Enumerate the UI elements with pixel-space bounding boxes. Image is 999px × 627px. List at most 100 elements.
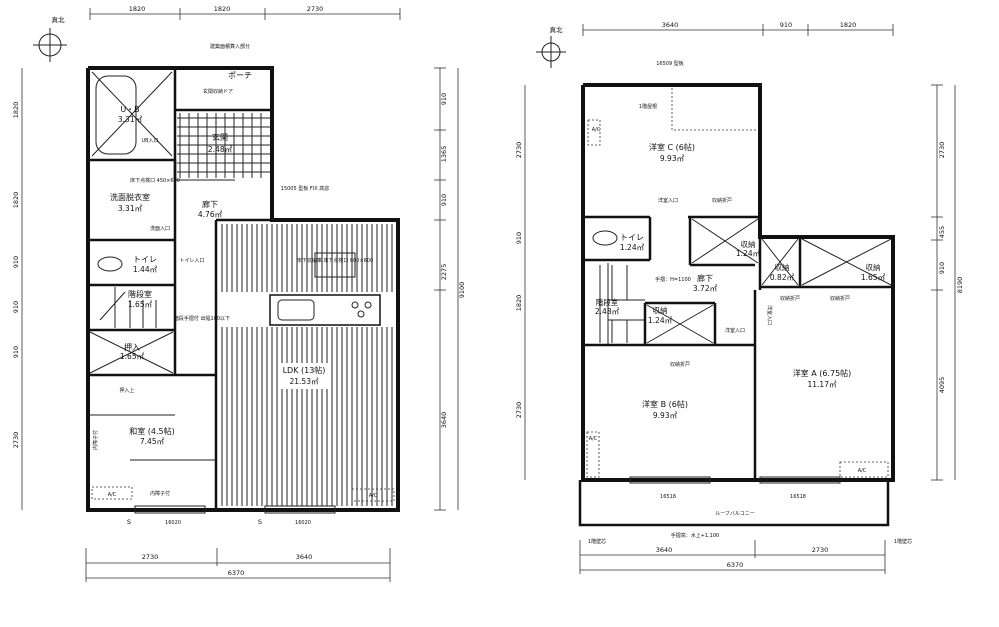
floor1-plan: 真北 1820 1820 2730 [12, 5, 466, 582]
note: S [258, 518, 262, 526]
ac-unit [351, 488, 395, 502]
room-area: 0.82㎡ [770, 273, 795, 282]
note: 押入上 [119, 387, 134, 394]
room-area: 1.65㎡ [128, 300, 153, 309]
room-area: 3.31㎡ [118, 204, 143, 213]
dim-label: 2730 [142, 553, 159, 561]
dim-label: 6370 [228, 569, 245, 577]
note: 収納折戸 [780, 295, 800, 302]
note: A/C [858, 468, 867, 474]
room-name: 階段室 [596, 297, 619, 307]
ac-unit [91, 486, 133, 500]
toilet-icon [97, 256, 123, 272]
dim-label: 2730 [307, 5, 324, 13]
dim-label: 910 [515, 232, 523, 244]
dim-label: 910 [12, 346, 20, 358]
note: 収納折戸 [712, 197, 732, 204]
dim-label: 1820 [129, 5, 146, 13]
dim-label: 1820 [214, 5, 231, 13]
dim-label: 910 [938, 262, 946, 274]
room-area: 1.65㎡ [120, 352, 145, 361]
room-name: 玄関 [212, 132, 228, 142]
room-area: 1.24㎡ [736, 249, 761, 258]
room-name: 廊下 [697, 273, 713, 283]
room-area: 3.72㎡ [693, 284, 718, 293]
note: 内障子付 [92, 430, 99, 450]
note: 洋室入口 [658, 197, 678, 204]
room-area: 21.53㎡ [290, 377, 319, 386]
dim-label: 9100 [458, 282, 466, 299]
dim-label: 2730 [515, 402, 523, 419]
dim-label: 1820 [515, 295, 523, 312]
dim-label: 2730 [812, 546, 829, 554]
room-area: 11.17㎡ [808, 380, 837, 389]
room-name: 洋室 A (6.75帖) [793, 368, 852, 378]
room-area: 1.24㎡ [648, 316, 673, 325]
dim-label: 2730 [515, 142, 523, 159]
dim-label: 910 [12, 256, 20, 268]
note: 1階壁芯 [894, 538, 912, 545]
dim-label: 1820 [12, 102, 20, 119]
dim-label: 1820 [12, 192, 20, 209]
room-name: トイレ [133, 255, 157, 264]
note: A/C [369, 493, 378, 499]
outer-wall [581, 83, 895, 482]
note: 内障子付 [150, 490, 170, 497]
note: 洗面入口 [150, 225, 170, 232]
dim-label: 6370 [727, 561, 744, 569]
room-name: トイレ [620, 233, 644, 242]
staircase-icon [99, 287, 157, 328]
room-area: 9.93㎡ [660, 154, 685, 163]
room-area: 2.48㎡ [208, 145, 233, 154]
room-name: 収納 [653, 305, 668, 315]
note: A/C [589, 436, 598, 442]
room-name: ポーチ [228, 71, 252, 80]
window-sash [134, 505, 206, 514]
room-area: 7.45㎡ [140, 437, 165, 446]
note: 16020 [295, 520, 311, 526]
note: 手摺高：水上+1,100 [671, 532, 720, 539]
note: 1階壁芯 [588, 538, 606, 545]
room-name: 和室 (4.5帖) [129, 426, 175, 436]
ac-unit [586, 431, 600, 478]
dim-label: 3640 [656, 546, 673, 554]
compass-label: 真北 [550, 25, 564, 34]
room-area: 3.31㎡ [118, 115, 143, 124]
dim-label: 4095 [938, 377, 946, 394]
room-area: 1.44㎡ [133, 265, 158, 274]
ac-unit [839, 461, 889, 478]
note: 16518 [660, 494, 676, 500]
room-name: 洗面脱衣室 [110, 192, 150, 202]
dim-label: 910 [440, 194, 448, 206]
room-name: 収納 [741, 239, 756, 249]
note: 収納折戸 [830, 295, 850, 302]
note: 1階屋根 [639, 103, 657, 110]
compass-north-icon: 真北 [536, 25, 566, 68]
room-name: 収納 [866, 262, 881, 272]
dim-label: 910 [440, 93, 448, 105]
note: 階段手摺付 出幅100以下 [174, 315, 230, 322]
room-area: 9.93㎡ [653, 411, 678, 420]
note: 床下点検口 450×600 [130, 177, 180, 184]
floor2-plan: 真北 3640 910 1820 [515, 21, 964, 574]
note: 床下収納庫 床下点検口 600×600 [297, 257, 373, 264]
balcony-parapet [578, 480, 890, 527]
note: 建築面積算入部分 [210, 43, 250, 50]
room-name: 階段室 [128, 289, 152, 299]
note: A/C [108, 492, 117, 498]
window-sash [264, 505, 336, 514]
ac-unit [587, 119, 601, 146]
note: S [127, 518, 131, 526]
note: ルーフバルコニー [715, 511, 755, 517]
note: 15005 型板 FIX 高窓 [281, 185, 329, 192]
dim-label: 910 [12, 301, 20, 313]
room-name: LDK (13帖) [283, 365, 326, 375]
dim-label: 3640 [662, 21, 679, 29]
dim-label: 1365 [440, 146, 448, 163]
outer-wall [86, 66, 400, 512]
dim-label: 910 [780, 21, 792, 29]
note: 16518 [790, 494, 806, 500]
void-outline [671, 88, 758, 131]
room-area: 1.24㎡ [620, 243, 645, 252]
